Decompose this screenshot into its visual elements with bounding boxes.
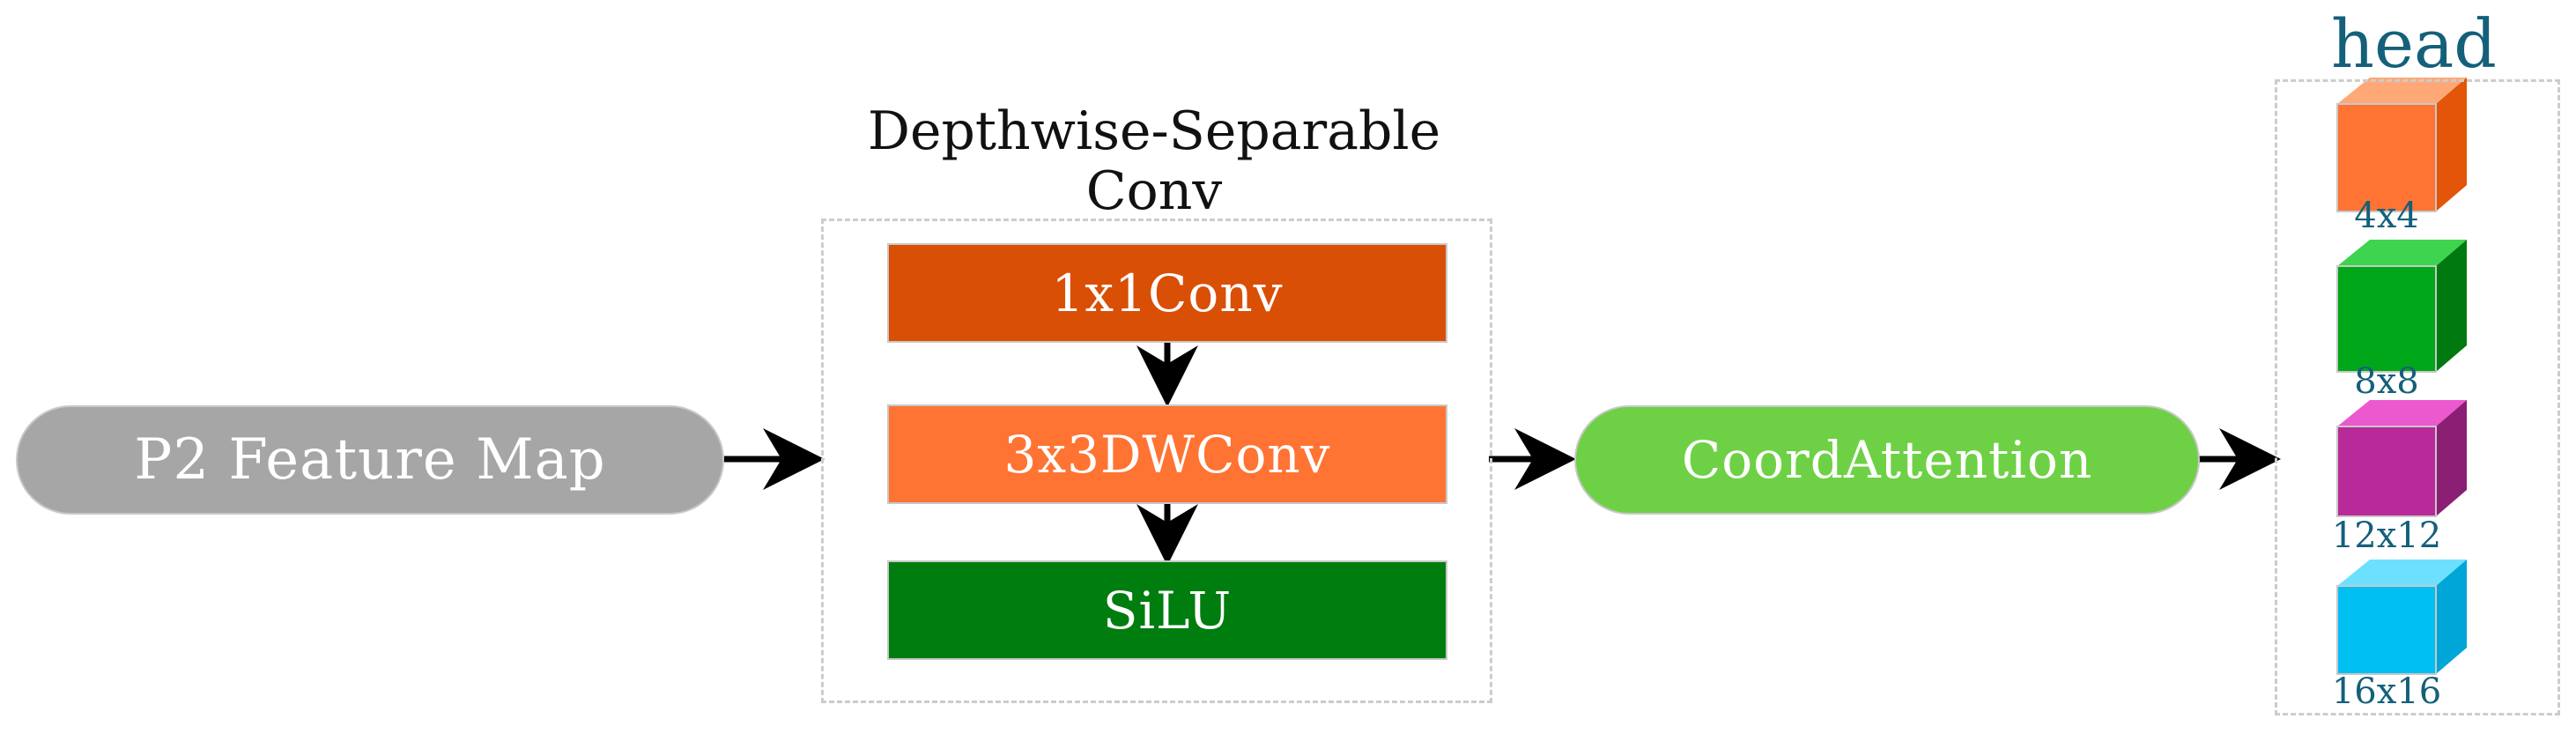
cube-top-face — [2337, 78, 2467, 104]
head-cube-16x16 — [2336, 560, 2467, 675]
coord-attention-label: CoordAttention — [1681, 430, 2093, 490]
cube-side-face — [2436, 560, 2467, 674]
head-title: head — [2331, 4, 2497, 83]
cube-top-face — [2337, 400, 2467, 426]
head-group-box — [2275, 79, 2560, 715]
cube-label-12x12: 12x12 — [2331, 515, 2442, 556]
dsconv-group-box — [821, 219, 1492, 703]
cube-top-face — [2337, 560, 2467, 586]
coord-attention-node: CoordAttention — [1574, 405, 2200, 515]
block-1x1conv-label: 1x1Conv — [1051, 263, 1284, 323]
block-1x1conv: 1x1Conv — [887, 243, 1447, 343]
cube-label-16x16: 16x16 — [2331, 671, 2442, 712]
cube-label-8x8: 8x8 — [2354, 361, 2419, 402]
cube-front-face — [2336, 426, 2437, 517]
cube-front-face — [2336, 265, 2437, 373]
head-cube-12x12 — [2336, 400, 2467, 517]
cube-side-face — [2436, 78, 2467, 211]
dsconv-group-title: Depthwise-Separable Conv — [758, 101, 1551, 221]
dsconv-title-line2: Conv — [1085, 160, 1223, 222]
input-node-p2-feature-map: P2 Feature Map — [16, 405, 724, 515]
input-node-label: P2 Feature Map — [134, 427, 606, 493]
cube-front-face — [2336, 103, 2437, 212]
cube-front-face — [2336, 585, 2437, 675]
dsconv-title-line1: Depthwise-Separable — [867, 100, 1441, 162]
block-silu-label: SiLU — [1102, 580, 1232, 641]
head-cube-4x4 — [2336, 78, 2467, 212]
cube-side-face — [2436, 400, 2467, 516]
cube-side-face — [2436, 240, 2467, 372]
cube-label-4x4: 4x4 — [2354, 196, 2419, 236]
cube-top-face — [2337, 240, 2467, 266]
block-3x3dwconv: 3x3DWConv — [887, 404, 1447, 504]
block-silu: SiLU — [887, 560, 1447, 660]
block-3x3dwconv-label: 3x3DWConv — [1003, 424, 1331, 485]
head-cube-8x8 — [2336, 240, 2467, 373]
